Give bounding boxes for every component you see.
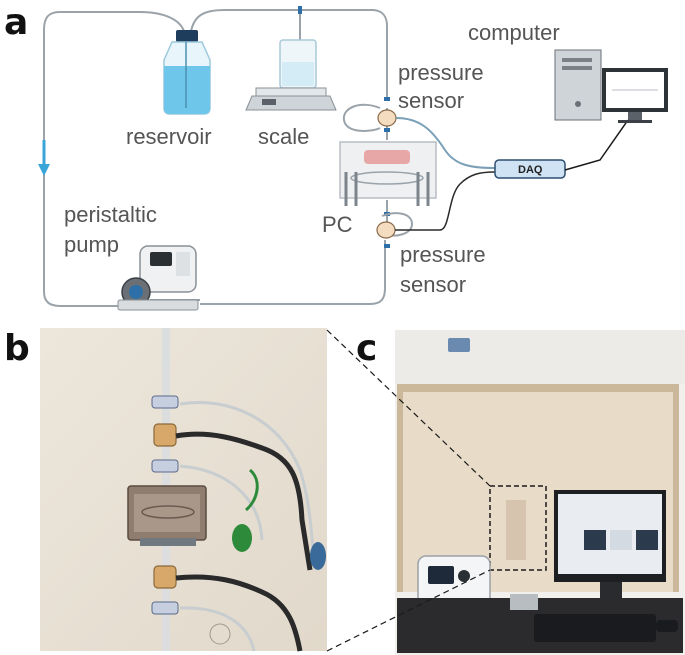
panel-a-letter: a (4, 2, 28, 43)
scale-icon (245, 39, 337, 111)
tubing (43, 9, 388, 307)
pc-chip-icon (339, 141, 437, 206)
pressure-sensor-top-label-2: sensor (398, 88, 464, 113)
flow-arrow (38, 140, 50, 176)
photo-b (40, 328, 327, 652)
reservoir-label: reservoir (126, 124, 212, 149)
pressure-sensor-bottom-label-2: sensor (400, 272, 466, 297)
peristaltic-pump-icon (117, 245, 199, 311)
pressure-sensor-bottom-icon (376, 171, 496, 239)
peristaltic-label-2: pump (64, 232, 119, 257)
pressure-sensor-top-icon (342, 103, 496, 169)
panel-c-letter: c (356, 328, 377, 369)
pressure-sensor-top-label-1: pressure (398, 60, 484, 85)
photo-c (395, 330, 685, 655)
daq-box: DAQ (494, 119, 629, 179)
pressure-sensor-bottom-label-1: pressure (400, 242, 486, 267)
zoom-connector-lines (326, 329, 491, 652)
scale-label: scale (258, 124, 309, 149)
peristaltic-label-1: peristaltic (64, 202, 157, 227)
daq-label: DAQ (518, 164, 543, 176)
reservoir-bottle-icon (163, 30, 211, 115)
panel-b-letter: b (4, 328, 30, 369)
pc-label: PC (322, 212, 353, 237)
computer-icon (554, 49, 668, 123)
computer-label: computer (468, 20, 560, 45)
